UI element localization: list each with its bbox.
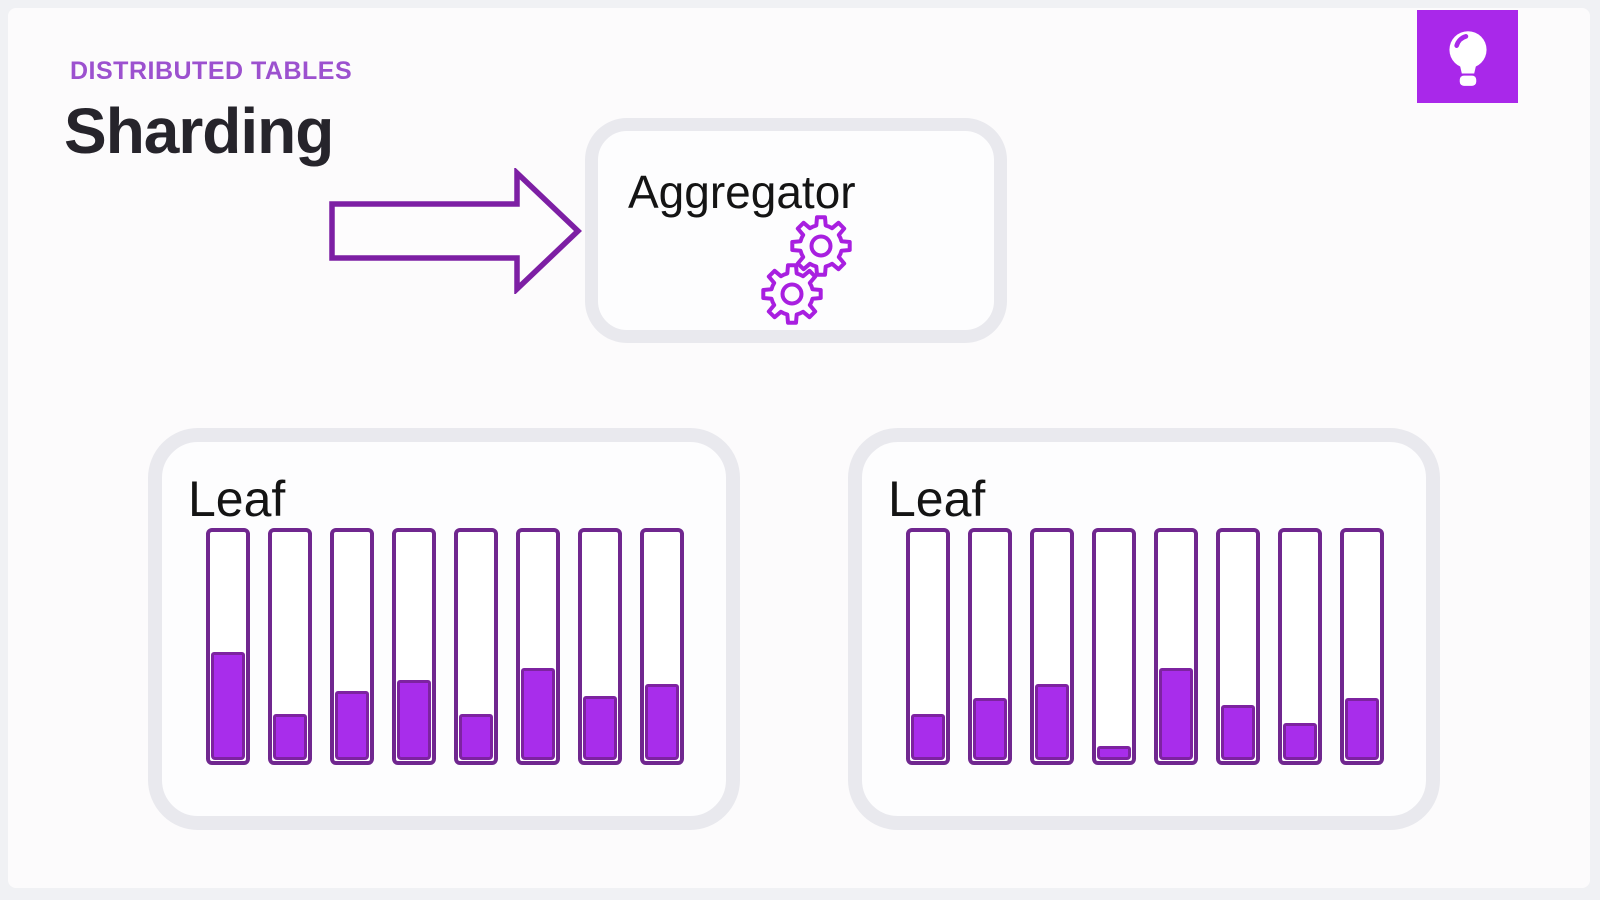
shard-bar-fill — [583, 695, 617, 760]
shard-bar-fill — [211, 652, 245, 760]
leaf-label: Leaf — [888, 471, 986, 527]
shard-bar-fill — [273, 714, 307, 760]
shard-bar — [1216, 528, 1260, 765]
shard-bar — [1092, 528, 1136, 765]
lightbulb-badge — [1417, 10, 1518, 103]
shard-bar-fill — [459, 714, 493, 760]
shard-bar-fill — [645, 684, 679, 760]
shard-bar — [1154, 528, 1198, 765]
eyebrow-label: DISTRIBUTED TABLES — [70, 57, 353, 85]
lightbulb-icon — [1448, 30, 1487, 86]
shard-bar-fill — [973, 698, 1007, 760]
shard-bar — [454, 528, 498, 765]
shard-bar-fill — [521, 668, 555, 760]
leaf-box-1: Leaf — [148, 428, 740, 830]
shard-bars — [206, 528, 684, 765]
shard-bars — [906, 528, 1384, 765]
shard-bar-fill — [1159, 668, 1193, 760]
shard-bar — [516, 528, 560, 765]
shard-bar-fill — [335, 691, 369, 760]
shard-bar-fill — [1283, 723, 1317, 760]
shard-bar-fill — [397, 679, 431, 760]
leaf-box-2: Leaf — [848, 428, 1440, 830]
shard-bar — [392, 528, 436, 765]
shard-bar-fill — [1221, 705, 1255, 760]
slide: DISTRIBUTED TABLES Sharding Aggregator — [8, 8, 1590, 888]
shard-bar — [1030, 528, 1074, 765]
arrow-right-icon — [329, 168, 582, 294]
shard-bar — [640, 528, 684, 765]
shard-bar — [578, 528, 622, 765]
aggregator-label: Aggregator — [628, 166, 856, 218]
leaf-label: Leaf — [188, 471, 286, 527]
gears-icon — [761, 215, 852, 325]
shard-bar — [968, 528, 1012, 765]
shard-bar — [1278, 528, 1322, 765]
page-title: Sharding — [64, 95, 334, 167]
shard-bar — [906, 528, 950, 765]
shard-bar — [330, 528, 374, 765]
shard-bar — [268, 528, 312, 765]
shard-bar-fill — [1097, 746, 1131, 760]
shard-bar-fill — [911, 714, 945, 760]
shard-bar-fill — [1345, 698, 1379, 760]
aggregator-box: Aggregator — [585, 118, 1007, 343]
shard-bar-fill — [1035, 684, 1069, 760]
shard-bar — [1340, 528, 1384, 765]
shard-bar — [206, 528, 250, 765]
